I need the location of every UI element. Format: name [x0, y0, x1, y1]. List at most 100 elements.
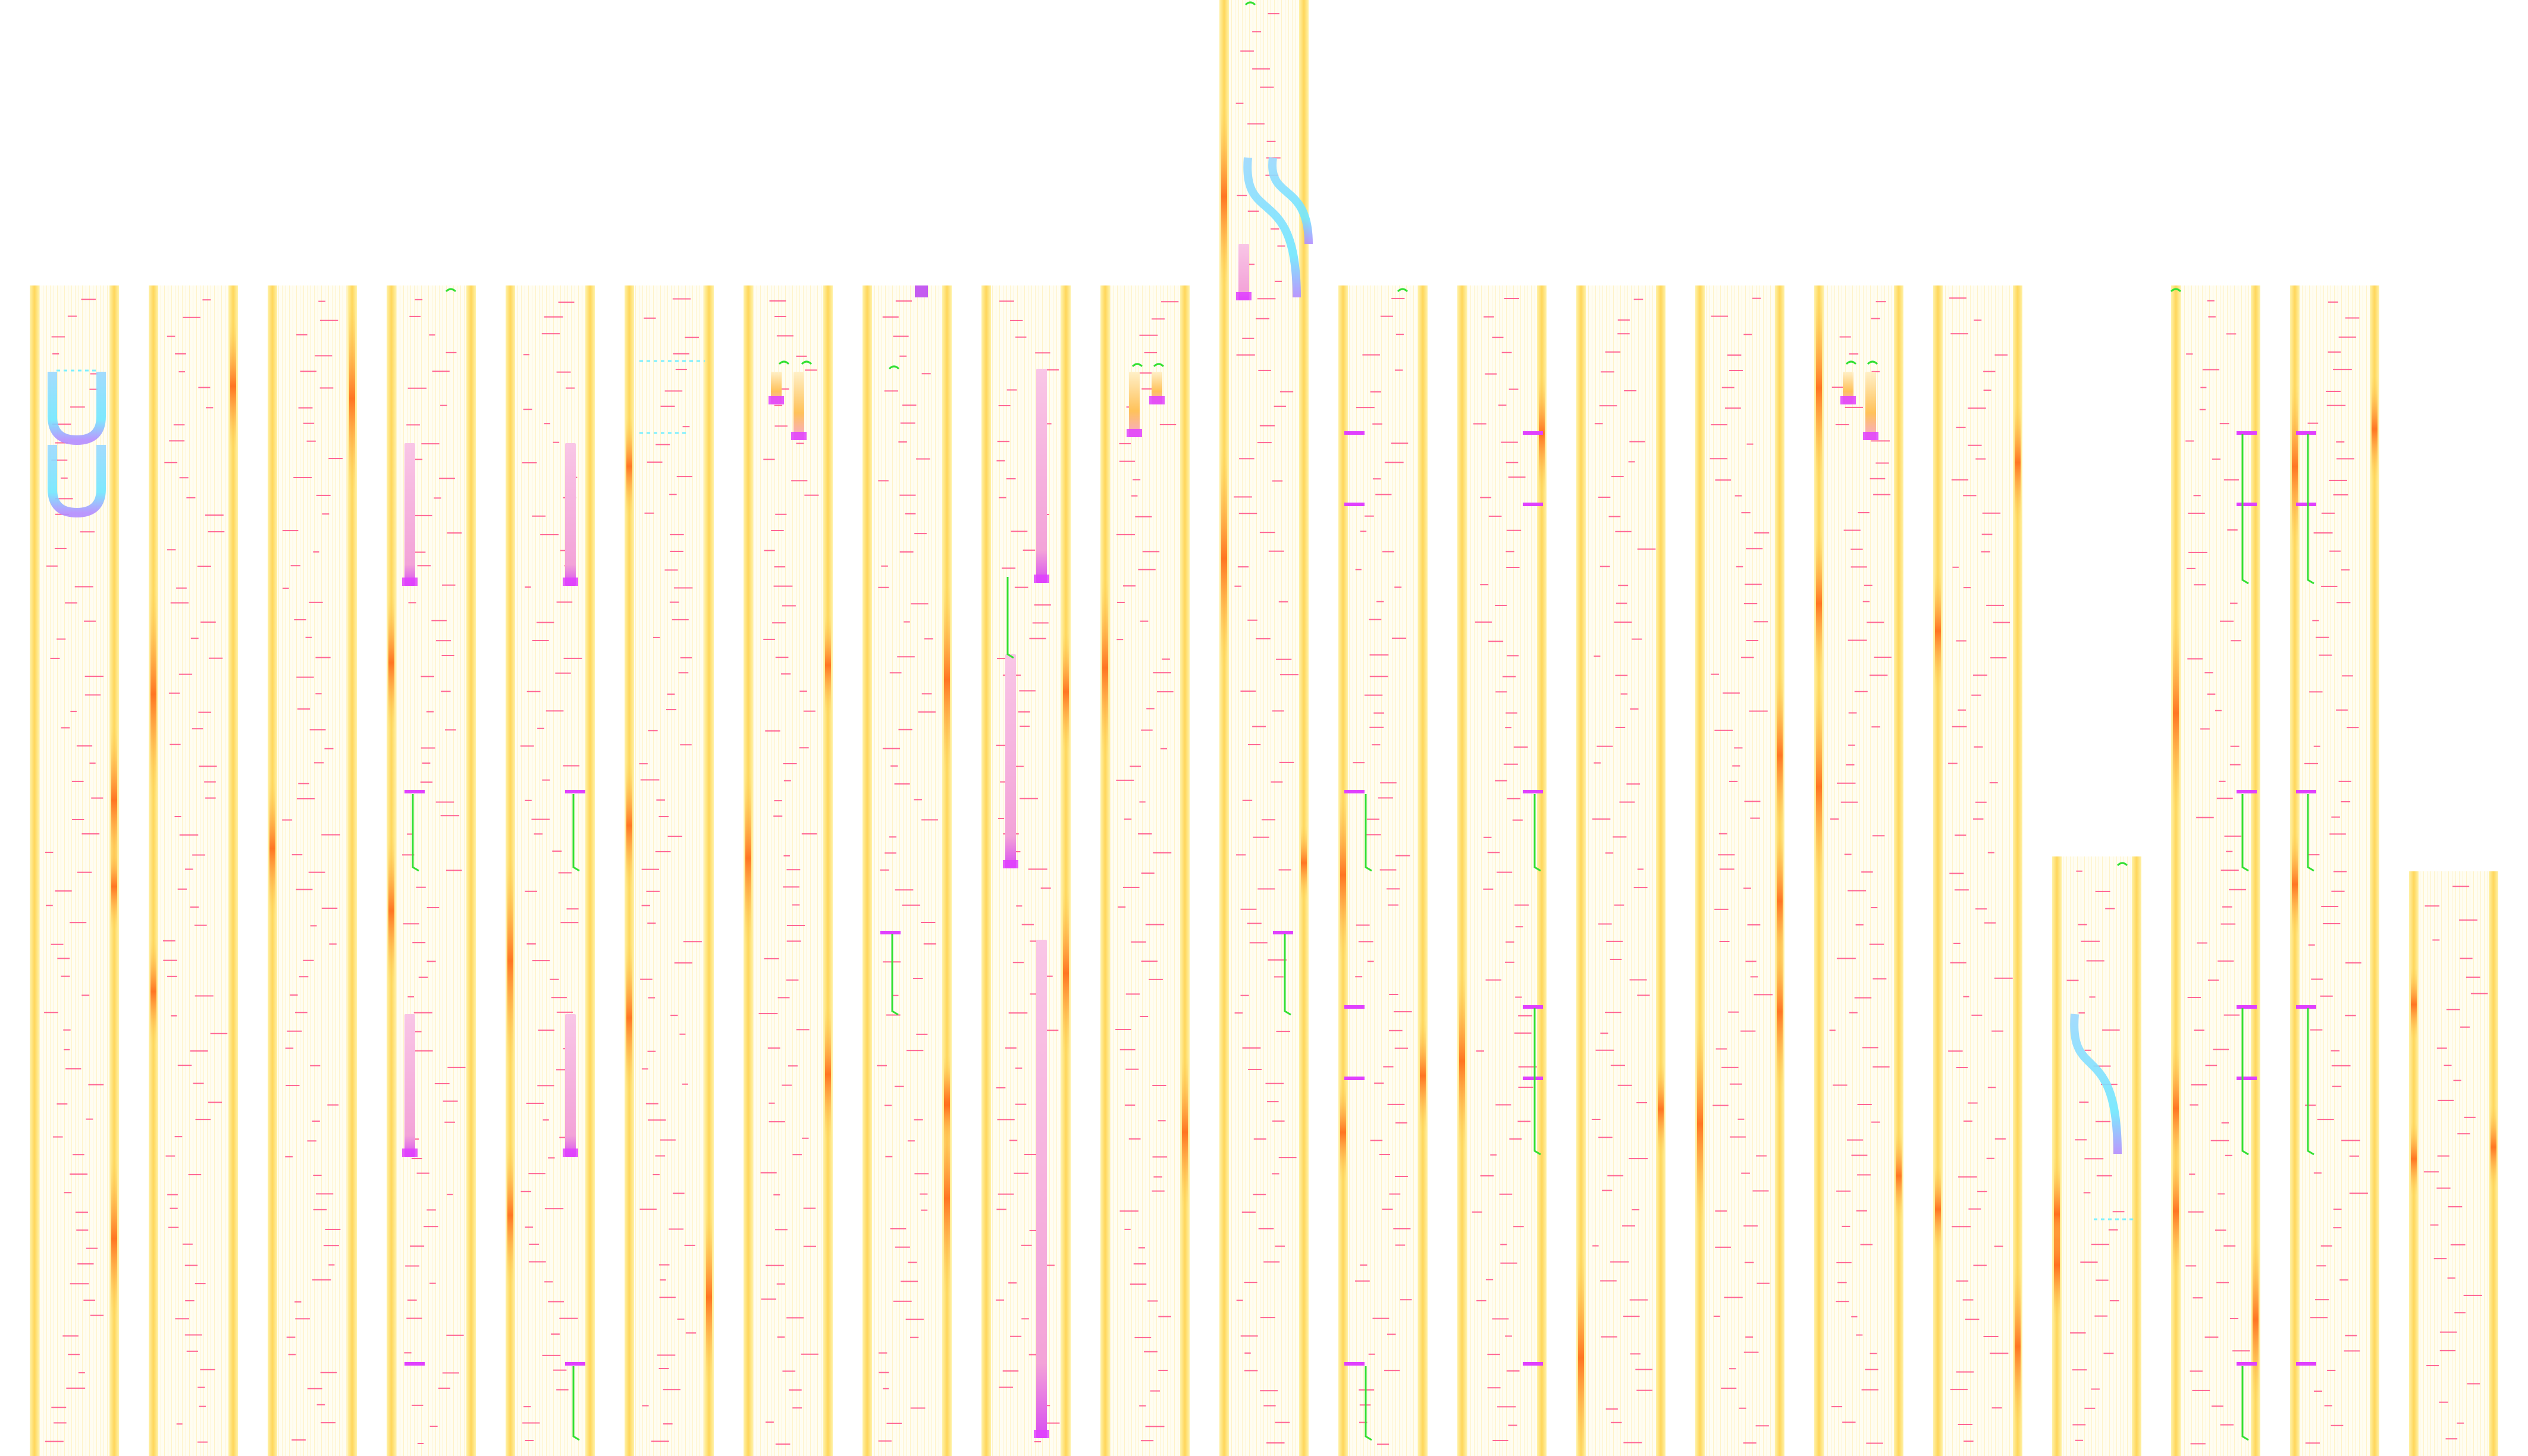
tick-mark — [1741, 512, 1751, 514]
tick-mark — [45, 1441, 64, 1442]
tick-mark — [1983, 1336, 1999, 1338]
tick-mark — [1744, 1262, 1754, 1263]
tick-mark — [205, 514, 224, 516]
segment-cap — [2296, 790, 2316, 793]
tick-mark — [1963, 495, 1977, 497]
tick-mark — [1842, 1225, 1850, 1227]
tick-mark — [1977, 1191, 1987, 1193]
tick-mark — [1388, 904, 1399, 906]
wall-heat-streak — [1301, 825, 1307, 901]
lane-body — [2179, 285, 2252, 1456]
tick-mark — [673, 587, 693, 589]
lane-08 — [862, 285, 952, 1456]
tick-mark — [315, 693, 322, 695]
tick-mark — [2076, 870, 2082, 872]
tick-mark — [81, 833, 100, 835]
tick-mark — [658, 1368, 669, 1370]
tick-mark — [1261, 819, 1276, 821]
tick-mark — [291, 854, 303, 856]
tick-mark — [435, 640, 451, 642]
green-link — [572, 1366, 580, 1441]
tick-mark — [672, 298, 691, 300]
tick-mark — [434, 1082, 450, 1084]
tick-mark — [1506, 566, 1520, 568]
lane-wall-right — [1061, 285, 1071, 1456]
tick-mark — [1145, 1426, 1165, 1427]
tick-mark — [520, 1191, 532, 1193]
green-link — [1533, 794, 1541, 872]
tick-mark — [1837, 1282, 1847, 1284]
tick-mark — [1495, 1104, 1511, 1106]
wall-heat-streak — [507, 853, 513, 1069]
tick-mark — [658, 815, 669, 817]
wall-heat-streak — [150, 937, 156, 1046]
tick-mark — [57, 1103, 68, 1105]
tick-mark — [296, 798, 315, 799]
tick-mark — [1746, 548, 1763, 550]
tick-mark — [1041, 1030, 1059, 1031]
tick-mark — [312, 1121, 320, 1122]
tick-mark — [51, 943, 64, 945]
tick-mark — [1258, 369, 1271, 371]
tick-mark — [764, 550, 775, 551]
tick-mark — [1138, 1247, 1145, 1249]
tick-mark — [1713, 1316, 1720, 1317]
tick-mark — [1875, 462, 1889, 464]
tick-mark — [1263, 1405, 1276, 1407]
tick-mark — [1599, 405, 1617, 407]
tick-mark — [1161, 301, 1179, 303]
tick-mark — [195, 1283, 206, 1285]
tick-mark — [2091, 1388, 2100, 1390]
tick-mark — [1732, 765, 1740, 767]
tick-mark — [1480, 584, 1489, 586]
tick-mark — [685, 1332, 697, 1334]
tick-mark — [1597, 745, 1613, 747]
tick-mark — [296, 889, 313, 890]
tick-mark — [2192, 1389, 2210, 1391]
tick-mark — [61, 975, 70, 977]
tick-mark — [1485, 373, 1497, 375]
tick-mark — [1153, 1176, 1163, 1178]
tick-mark — [2230, 603, 2238, 604]
tick-mark — [791, 480, 808, 482]
tick-mark — [2226, 333, 2237, 335]
tick-mark — [1994, 354, 2008, 356]
tick-mark — [783, 855, 790, 856]
marker-glyph — [2116, 862, 2128, 867]
lane-wall-left — [2171, 285, 2181, 1456]
lane-04 — [387, 285, 476, 1456]
tick-mark — [1247, 619, 1257, 621]
marker-glyph — [801, 360, 813, 365]
tick-mark — [1152, 318, 1165, 320]
tick-mark — [441, 691, 451, 692]
tick-mark — [1497, 1406, 1516, 1408]
tick-mark — [1861, 1389, 1878, 1391]
tick-mark — [321, 908, 338, 909]
tick-mark — [1736, 566, 1743, 567]
tick-mark — [1633, 299, 1643, 300]
tick-mark — [197, 1386, 205, 1388]
tick-mark — [1739, 1407, 1746, 1409]
tick-mark — [1729, 780, 1738, 782]
tick-mark — [1851, 1316, 1858, 1317]
segment-cap — [1523, 431, 1543, 435]
tick-mark — [1042, 1422, 1060, 1424]
marker-glyph — [1131, 363, 1143, 368]
tick-mark — [801, 1353, 818, 1355]
tick-mark — [898, 441, 907, 443]
tick-mark — [1518, 1087, 1533, 1088]
tick-mark — [2344, 1350, 2360, 1352]
wall-heat-streak — [2015, 401, 2021, 525]
tick-mark — [563, 765, 580, 767]
tick-mark — [1865, 1369, 1878, 1370]
tick-mark — [1507, 655, 1519, 657]
tick-mark — [1152, 1085, 1166, 1087]
tick-mark — [1962, 1299, 1974, 1301]
tick-mark — [2207, 300, 2215, 302]
tick-mark — [769, 1121, 785, 1123]
tick-mark — [1711, 673, 1719, 675]
tick-mark — [775, 513, 787, 515]
tick-mark — [1016, 905, 1023, 907]
tick-mark — [2328, 301, 2338, 303]
lane-17 — [1933, 285, 2022, 1456]
